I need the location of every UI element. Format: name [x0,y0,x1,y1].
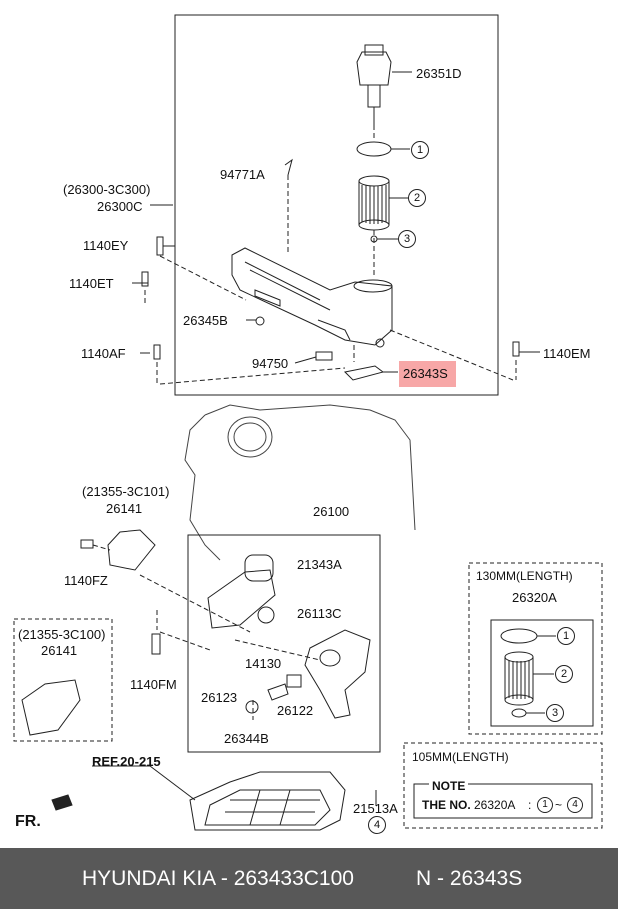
label-94750[interactable]: 94750 [252,356,289,371]
footer-brand-part: HYUNDAI KIA - 263433C100 [82,867,354,890]
label-26300C[interactable]: 26300C [97,199,143,214]
note-the-no: THE NO. [422,798,471,812]
label-26344B[interactable]: 26344B [224,731,269,746]
engine-block-drawing [184,404,416,561]
callout-2: 2 [408,189,426,207]
oil-cooler-frame [187,534,381,753]
parts-diagram [13,14,603,831]
box105-title: 105MM(LENGTH) [412,750,509,764]
bracket-drawing-a [80,529,156,571]
label-21513A[interactable]: 21513A [353,801,398,816]
label-26345B[interactable]: 26345B [183,313,228,328]
box130-callout-1: 1 [557,627,575,645]
callout-1: 1 [411,141,429,159]
callout-4: 4 [368,816,386,834]
label-1140FZ[interactable]: 1140FZ [64,573,108,588]
note-tilde: ~ [555,798,563,812]
filter-element-drawing [358,175,410,231]
highlight-26343S [399,361,456,387]
label-14130[interactable]: 14130 [245,656,282,671]
label-26141-a[interactable]: 26141 [106,501,143,516]
box-130mm-inner [490,619,594,727]
bolt-1140fm-drawing [151,633,161,655]
front-arrow-icon [51,794,73,811]
footer-bar: HYUNDAI KIA - 263433C100 N - 26343S [0,848,618,909]
label-26343S[interactable]: 26343S [403,366,448,381]
label-1140EM[interactable]: 1140EM [543,346,591,361]
label-21355-alt1[interactable]: (21355-3C101) [82,484,170,499]
label-26122[interactable]: 26122 [277,703,314,718]
label-26141-b[interactable]: 26141 [41,643,78,658]
label-26300-alt[interactable]: (26300-3C300) [63,182,151,197]
note-range-from: 1 [537,797,553,813]
note-heading: NOTE [429,779,469,794]
oil-filter-assembly-frame [174,14,499,396]
label-21343A[interactable]: 21343A [297,557,342,572]
label-94771A[interactable]: 94771A [220,167,265,182]
box-105mm [403,742,603,829]
label-fr: FR. [15,813,41,830]
label-1140ET[interactable]: 1140ET [69,276,114,291]
bracket-variant-box [13,618,113,742]
label-26113C[interactable]: 26113C [297,606,342,621]
label-26351D[interactable]: 26351D [416,66,462,81]
filter-housing-drawing [231,247,393,348]
label-1140AF[interactable]: 1140AF [81,346,126,361]
note-colon: : [528,798,532,812]
bracket-drawing-b [21,679,81,736]
box-130mm [468,562,603,735]
box130-callout-2: 2 [555,665,573,683]
box130-part[interactable]: 26320A [512,590,557,605]
note-part[interactable]: 26320A [474,798,516,812]
label-26100[interactable]: 26100 [313,504,350,519]
note-box [413,783,593,819]
label-1140FM[interactable]: 1140FM [130,677,177,692]
callout-3: 3 [398,230,416,248]
label-26123[interactable]: 26123 [201,690,238,705]
footer-number: N - 26343S [416,867,523,890]
filter-cap-drawing [356,44,412,125]
oil-cooler-drawing [207,554,371,719]
bolt-drawings [141,158,520,381]
label-1140EY[interactable]: 1140EY [83,238,129,253]
label-21355-alt2[interactable]: (21355-3C100) [18,627,106,642]
note-range-to: 4 [567,797,583,813]
box130-callout-3: 3 [546,704,564,722]
label-ref[interactable]: REF.20-215 [92,754,161,769]
oil-pan-drawing [189,771,346,831]
o-ring-drawing [356,141,392,157]
box130-title: 130MM(LENGTH) [476,569,573,583]
